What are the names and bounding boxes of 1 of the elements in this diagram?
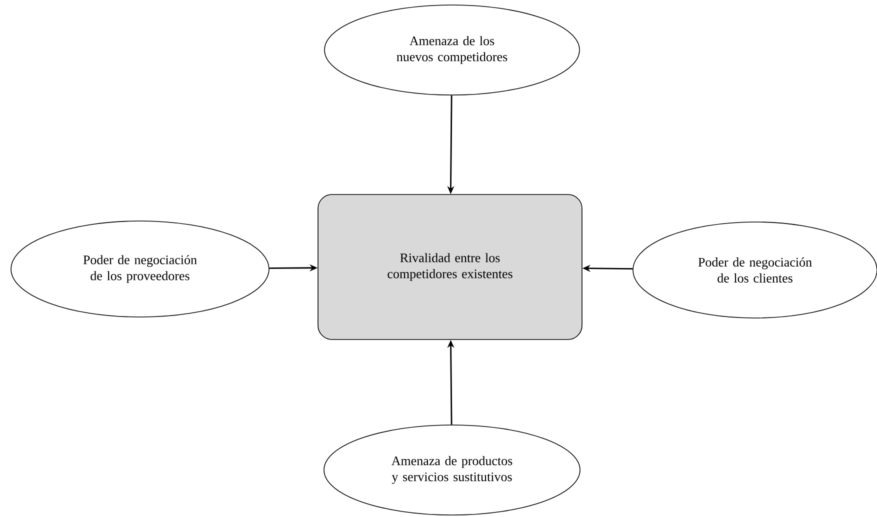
- process-box: Rivalidad entre los competidores existentes: [318, 194, 582, 340]
